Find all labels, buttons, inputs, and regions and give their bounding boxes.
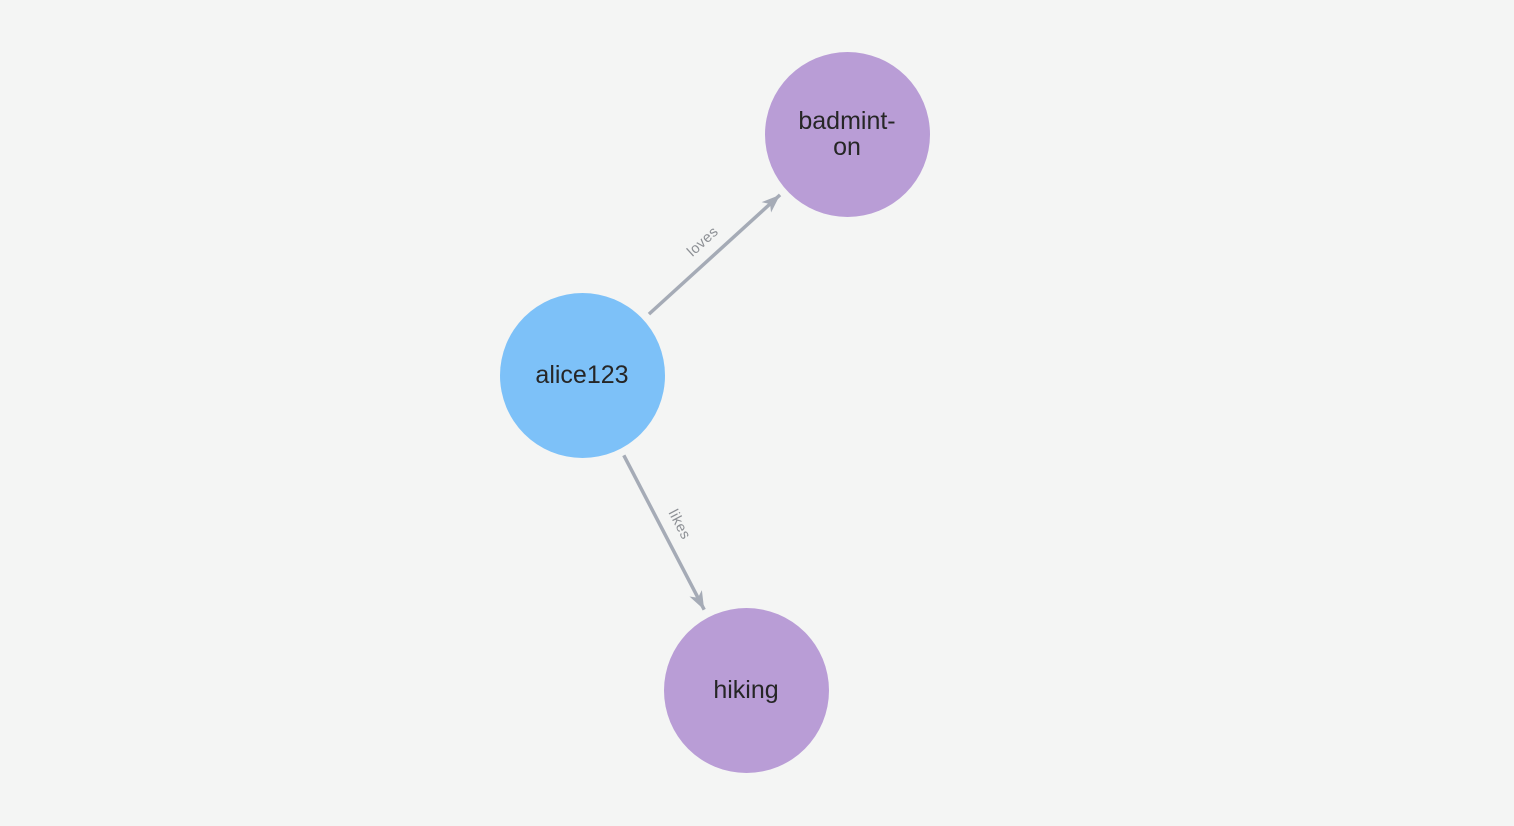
node-label-line: on: [833, 133, 861, 161]
node-label-line: hiking: [713, 676, 779, 704]
node-label-line: alice123: [535, 361, 629, 389]
node-label-line: badmint-: [798, 107, 896, 135]
graph-node-hiking[interactable]: hiking: [663, 607, 829, 773]
graph-node-alice123[interactable]: alice123: [499, 292, 665, 458]
edge-line-loves[interactable]: [647, 193, 782, 316]
edge-line-likes[interactable]: [622, 454, 706, 611]
edge-label-likes[interactable]: likes: [665, 507, 694, 542]
graph-node-badminton[interactable]: badmint-on: [764, 51, 930, 217]
